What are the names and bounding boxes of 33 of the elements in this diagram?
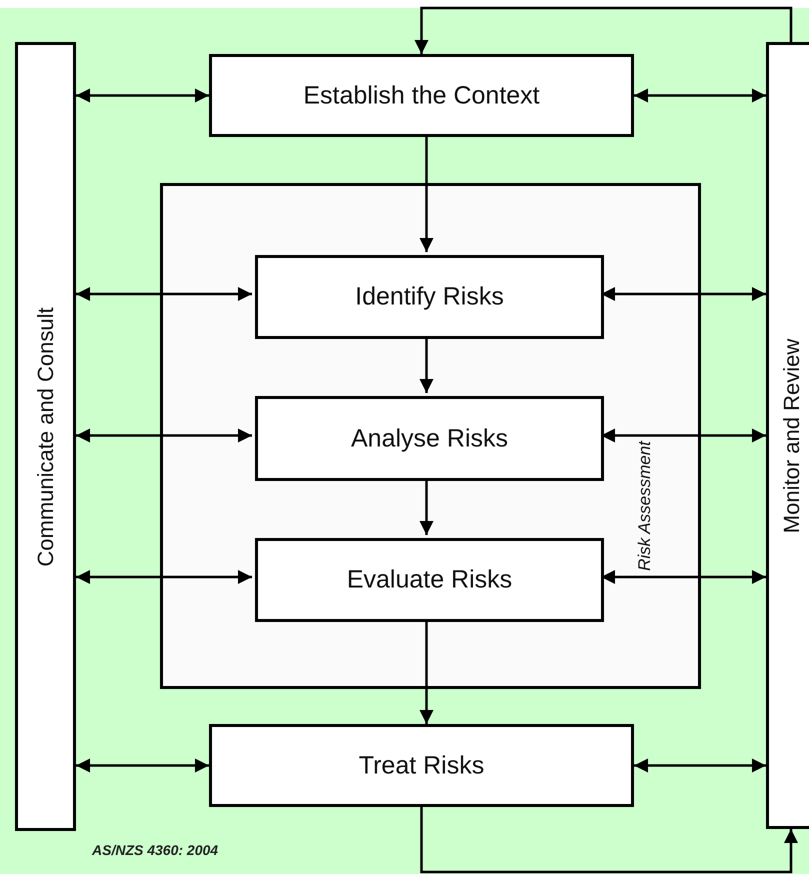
group-title: Risk Assessment [634,441,654,571]
arrow [420,137,434,252]
standard-reference: AS/NZS 4360: 2004 [92,842,218,858]
arrow [601,287,766,301]
arrow [634,88,766,102]
process-box [209,54,634,137]
node-label: Evaluate Risks [346,566,512,594]
arrow [420,619,434,724]
node-label: Analyse Risks [351,424,508,453]
process-box [255,538,604,622]
node-label: Identify Risks [355,282,504,312]
process-box [209,724,634,807]
arrow [601,428,766,442]
node-label: Communicate and Consult [32,306,58,566]
arrow [634,758,766,772]
arrow [76,758,209,772]
arrow [420,478,434,535]
arrow [76,570,252,584]
node-label: Monitor and Review [778,338,805,533]
arrow [601,570,766,584]
process-box [255,396,604,481]
node-label: Treat Risks [358,751,484,780]
group-box [160,183,701,689]
arrow [420,807,798,874]
side-panel [766,42,809,829]
arrow [76,287,252,301]
arrow [76,428,252,442]
side-panel [15,42,76,831]
arrow [76,88,209,102]
arrow [414,6,792,54]
process-box [255,255,604,339]
node-label: Establish the Context [303,81,540,110]
arrow [420,336,434,393]
